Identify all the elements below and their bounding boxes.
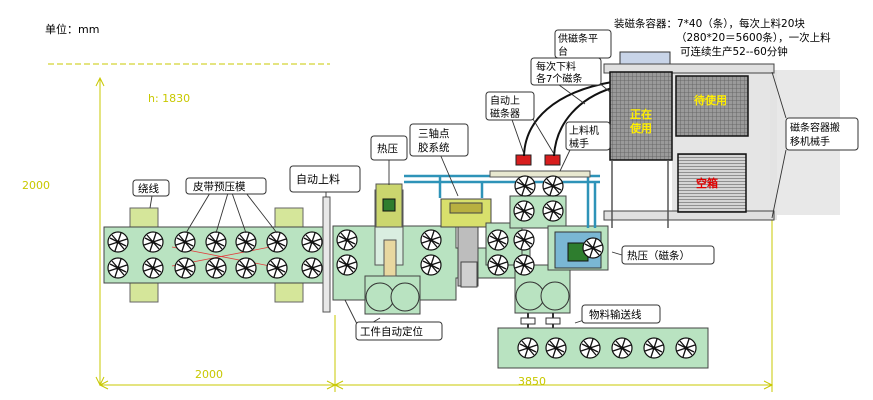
callout-loading-arm: 上料机 械手 (565, 121, 611, 151)
callout-conveyor: 物料输送线 (581, 304, 661, 324)
callout-container-arm: 磁条容器搬 移机械手 (785, 117, 859, 151)
dim-left-height: 2000 (22, 179, 50, 192)
feed-rail (489, 154, 591, 197)
pipes (404, 174, 600, 228)
status-empty: 空箱 (696, 176, 718, 190)
callout-loading-arm-l1: 上料机 (569, 124, 599, 137)
height-label: h: 1830 (148, 92, 190, 105)
callout-per-discharge-l1: 每次下料 (536, 60, 576, 73)
container-note-l2: （280*20＝5600条），一次上料 (676, 31, 831, 44)
callout-per-discharge: 每次下料 各7个磁条 (530, 57, 602, 86)
callout-workpiece-position-text: 工件自动定位 (360, 325, 423, 338)
callout-conveyor-text: 物料输送线 (589, 308, 642, 321)
callout-hot-press: 热压 (370, 135, 408, 161)
callout-auto-loader: 自动上 磁条器 (485, 91, 535, 121)
callout-loading-arm-l2: 械手 (569, 137, 589, 150)
dim-bottom-right: 3850 (518, 375, 546, 388)
callout-feed-station-l1: 供磁条平 (558, 32, 598, 45)
material-conveyor (497, 313, 709, 369)
winding-premold-conveyor (103, 207, 330, 303)
auto-feed-post (322, 196, 331, 313)
status-standby: 待使用 (693, 93, 727, 107)
callout-three-axis-l2: 胶系统 (418, 141, 450, 154)
unit-label: 单位：mm (45, 22, 99, 36)
callout-hot-press-magnet-text: 热压（磁条） (627, 249, 690, 262)
callout-container-arm-l2: 移机械手 (790, 135, 830, 148)
container-note-l1: 装磁条容器：7*40（条），每次上料20块 (614, 17, 805, 30)
callout-auto-loader-l2: 磁条器 (490, 107, 520, 120)
callout-three-axis-l1: 三轴点 (418, 127, 450, 140)
callout-winding-text: 绕线 (138, 182, 159, 195)
central-machine (332, 183, 609, 315)
callout-hot-press-text: 热压 (377, 142, 398, 155)
callout-hot-press-magnet: 热压（磁条） (621, 245, 715, 265)
callout-winding: 绕线 (132, 179, 170, 197)
callout-auto-loader-l1: 自动上 (490, 94, 520, 107)
callout-auto-feed: 自动上料 (289, 165, 361, 193)
dim-bottom-left: 2000 (195, 368, 223, 381)
callout-feed-station-l2: 台 (558, 45, 568, 58)
feed-cables (523, 81, 613, 157)
callout-belt-premold-text: 皮带预压模 (193, 180, 246, 193)
callout-container-arm-l1: 磁条容器搬 (790, 121, 840, 134)
callout-belt-premold: 皮带预压模 (185, 177, 267, 195)
status-in-use-1: 正在 (630, 107, 652, 121)
container-note-l3: 可连续生产52--60分钟 (680, 45, 788, 58)
callout-workpiece-position: 工件自动定位 (355, 321, 443, 341)
callout-three-axis: 三轴点 胶系统 (409, 123, 469, 157)
callout-auto-feed-text: 自动上料 (296, 172, 340, 186)
callout-per-discharge-l2: 各7个磁条 (536, 72, 582, 85)
callout-feed-station: 供磁条平 台 (554, 29, 612, 59)
status-in-use-2: 使用 (629, 121, 652, 135)
dimension-lines (48, 63, 774, 392)
container-note: 装磁条容器：7*40（条），每次上料20块 （280*20＝5600条），一次上… (614, 17, 831, 58)
